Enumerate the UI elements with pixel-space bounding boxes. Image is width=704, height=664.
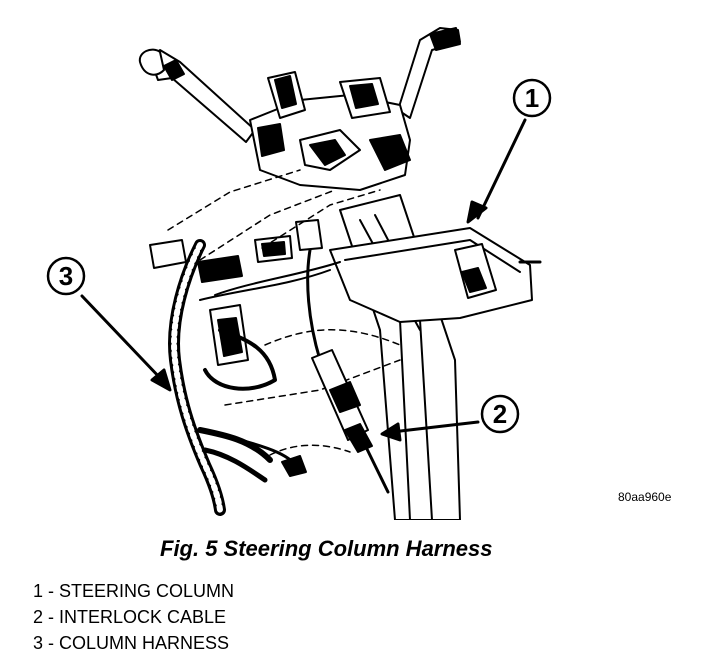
right-stalk-lever	[397, 27, 461, 119]
callout-circle-2	[480, 394, 520, 434]
callout-number-3: 3	[59, 261, 73, 291]
interlock-cable	[306, 248, 390, 494]
steering-column-illustration: 1 2 3	[46, 27, 552, 520]
figure-reference-code: 80aa960e	[618, 490, 672, 504]
callout-number-2: 2	[493, 399, 507, 429]
lower-harness-routing	[238, 438, 307, 477]
callout-number-1: 1	[525, 83, 539, 113]
column-mounting-bracket	[329, 227, 542, 323]
callout-arrows	[80, 118, 527, 442]
dashed-leader-lines	[167, 169, 401, 456]
figure-legend: 1 - STEERING COLUMN 2 - INTERLOCK CABLE …	[33, 578, 234, 656]
arrow-to-column-harness	[80, 294, 164, 382]
arrow-to-steering-column	[476, 118, 527, 220]
arrow-to-interlock-cable	[390, 420, 480, 434]
column-harness-bundle	[168, 239, 273, 516]
figure-caption: Fig. 5 Steering Column Harness	[160, 536, 493, 561]
legend-item-steering-column: 1 - STEERING COLUMN	[33, 581, 235, 601]
harness-connectors	[149, 219, 341, 391]
left-stalk-lever	[138, 48, 256, 143]
legend-item-column-harness: 3 - COLUMN HARNESS	[33, 633, 230, 653]
switch-housing	[249, 71, 411, 191]
callout-circle-1	[512, 78, 552, 118]
legend-item-interlock-cable: 2 - INTERLOCK CABLE	[33, 607, 227, 627]
callout-circle-3	[46, 256, 86, 296]
